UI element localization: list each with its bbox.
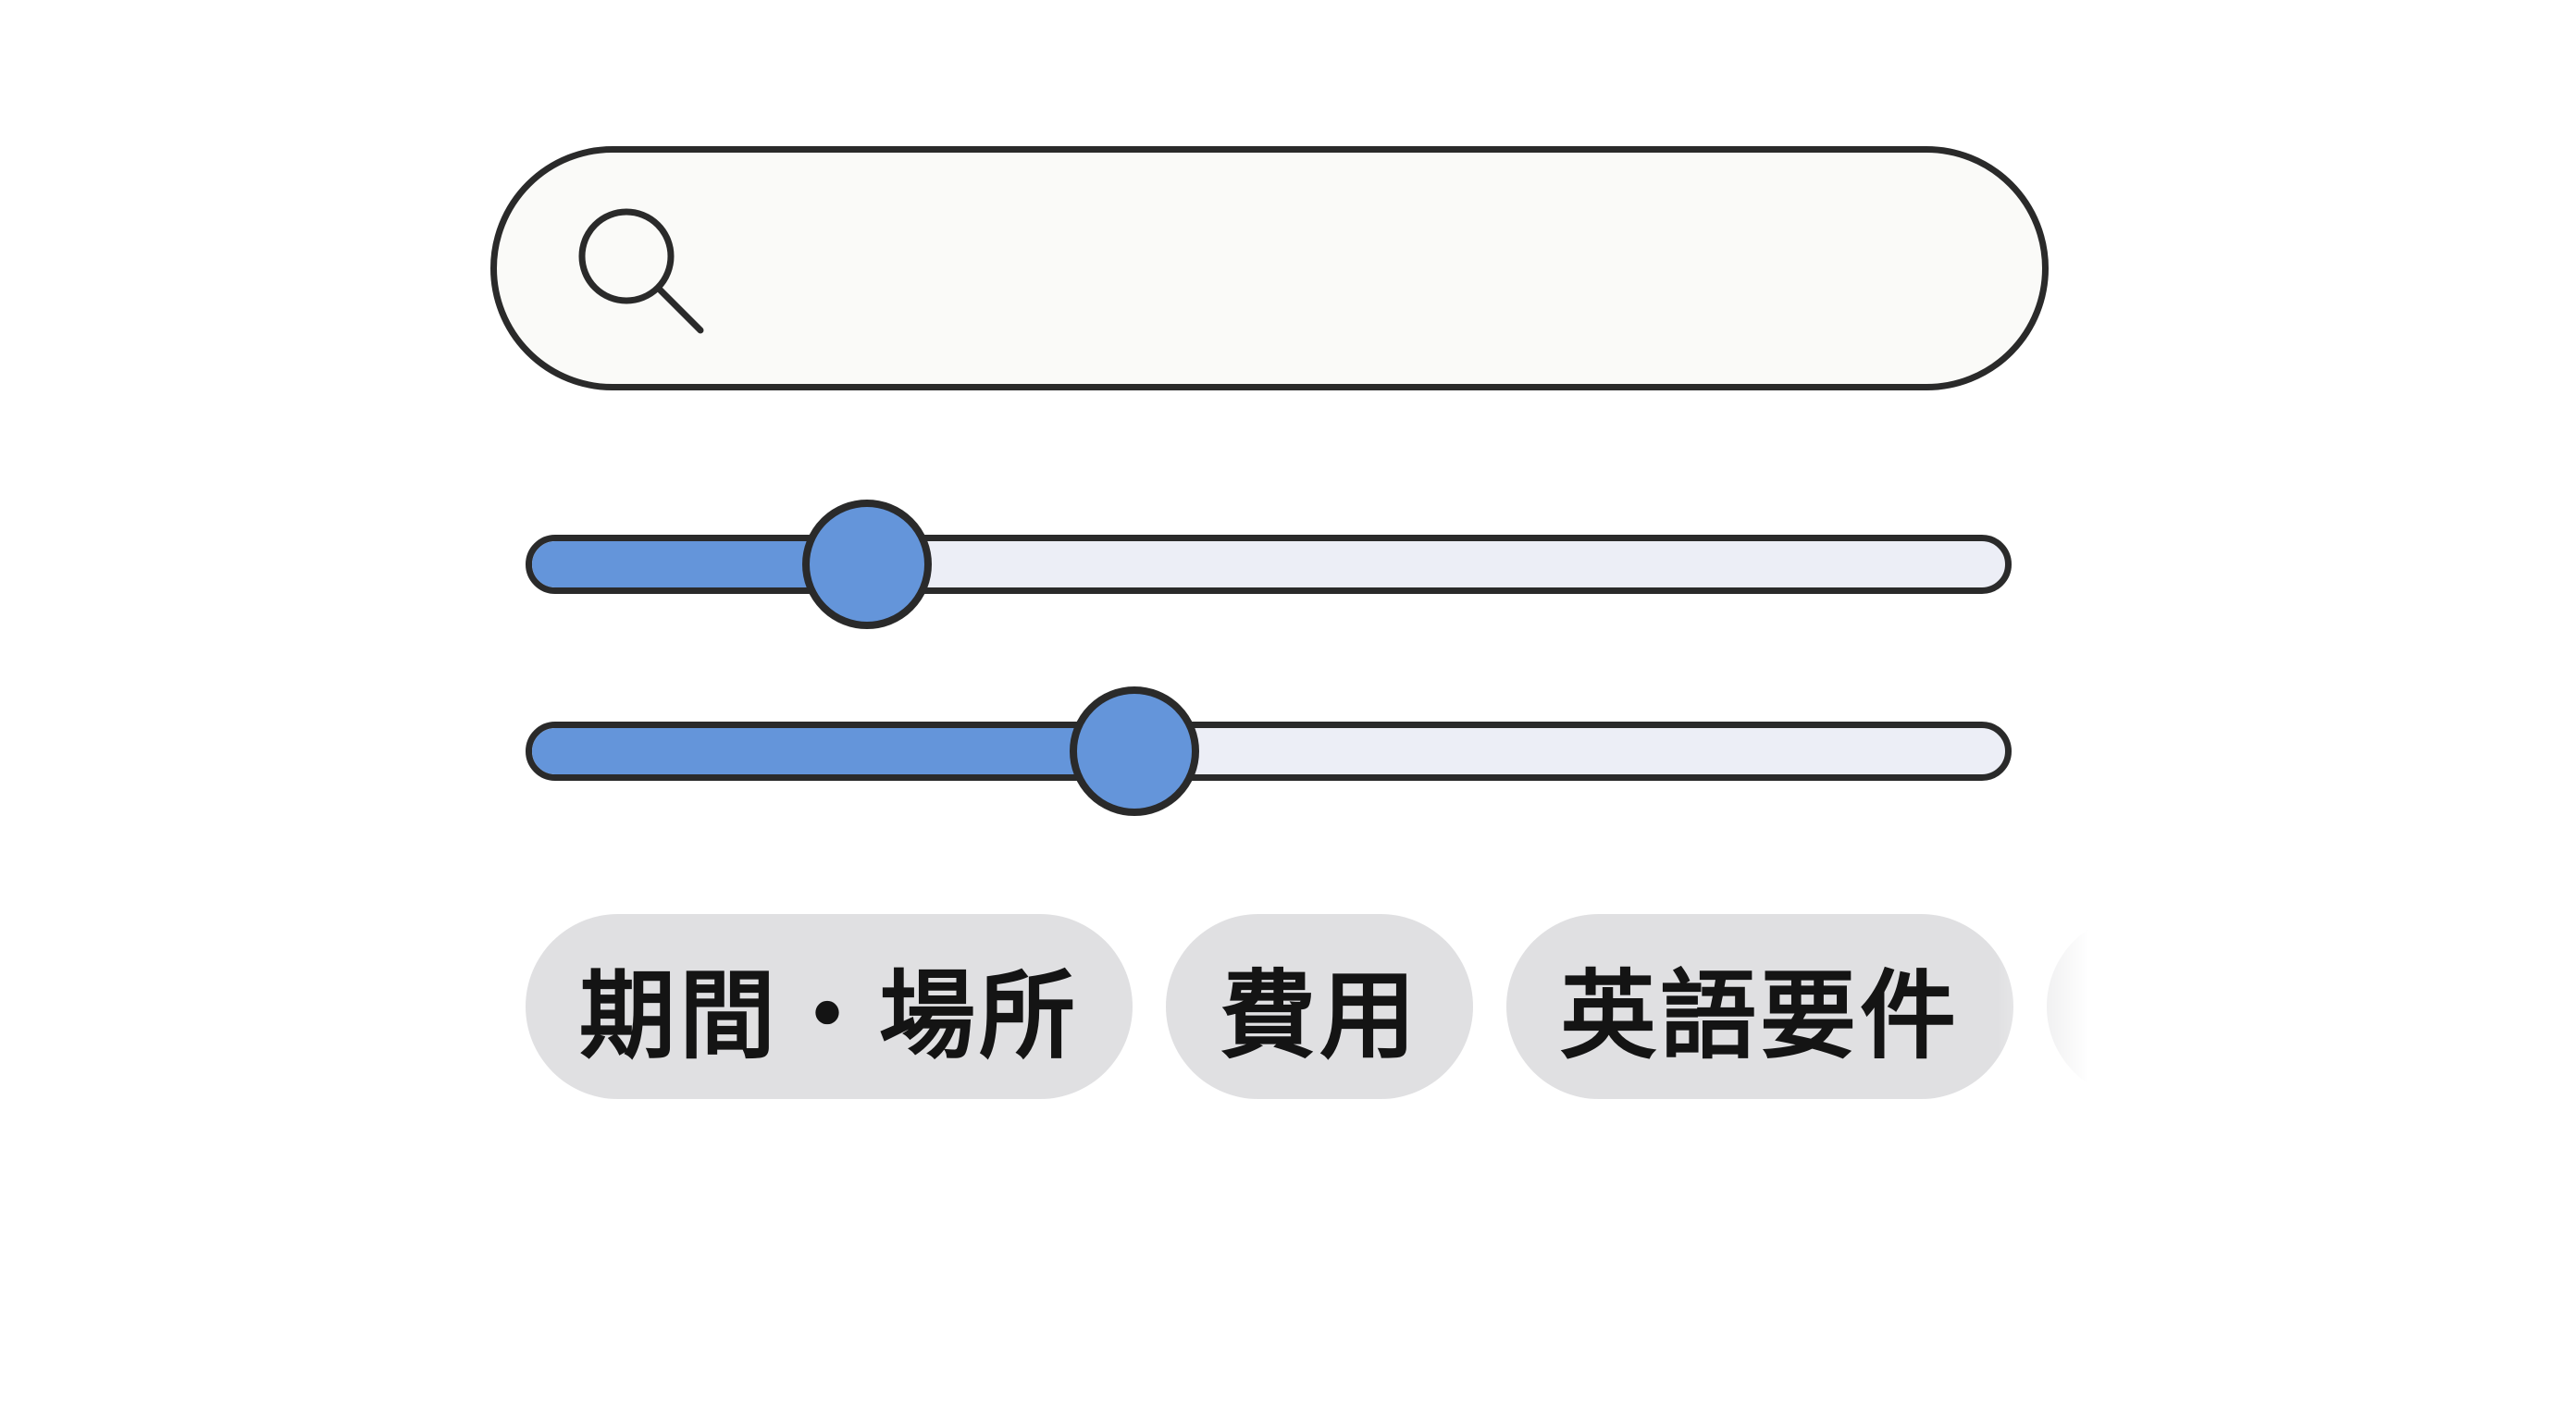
- chip-partially-visible[interactable]: [2047, 914, 2089, 1099]
- slider-thumb[interactable]: [1070, 686, 1200, 816]
- slider-fill: [532, 728, 1136, 774]
- range-slider-2[interactable]: [526, 686, 2012, 816]
- slider-track[interactable]: [526, 535, 2012, 594]
- chip-cost[interactable]: 費用: [1166, 914, 1474, 1099]
- search-bar[interactable]: [490, 146, 2049, 390]
- search-input[interactable]: [737, 190, 1972, 349]
- filter-chip-row: 期間・場所 費用 英語要件: [526, 914, 2089, 1099]
- search-icon: [576, 206, 706, 336]
- slider-thumb[interactable]: [802, 500, 933, 629]
- chip-period-location[interactable]: 期間・場所: [526, 914, 1133, 1099]
- slider-track[interactable]: [526, 722, 2012, 781]
- chip-english-requirement[interactable]: 英語要件: [1506, 914, 2014, 1099]
- range-slider-1[interactable]: [526, 500, 2012, 629]
